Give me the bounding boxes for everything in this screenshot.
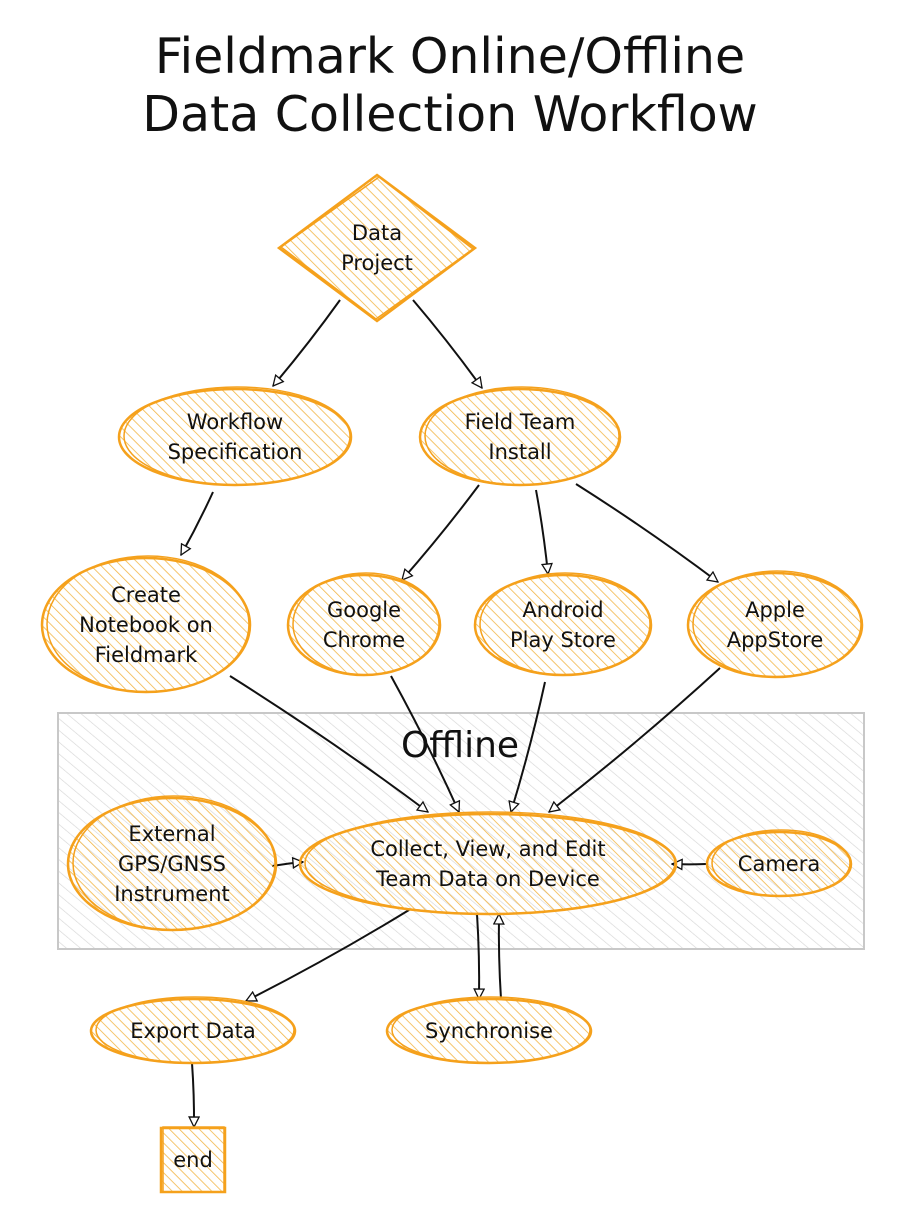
edge-field-team-to-android — [535, 489, 548, 574]
node-label-line: Data — [352, 221, 402, 245]
node-label-line: Instrument — [114, 882, 230, 906]
node-end: end — [159, 1126, 227, 1194]
edge-sync-to-collect — [499, 914, 501, 1000]
node-label-line: Notebook on — [79, 613, 213, 637]
node-camera: Camera — [705, 829, 853, 898]
node-label-line: Create — [111, 583, 181, 607]
node-label-line: GPS/GNSS — [118, 852, 226, 876]
node-outline-sketch — [479, 572, 651, 676]
edge-create-notebook-to-collect — [229, 675, 428, 812]
node-outline-sketch — [95, 996, 295, 1064]
node-label-line: Collect, View, and Edit — [370, 837, 605, 861]
title-line-1: Fieldmark Online/Offline — [154, 28, 746, 85]
node-label-line: Install — [488, 440, 551, 464]
node-label-line: Synchronise — [425, 1019, 553, 1043]
node-label-line: Specification — [168, 440, 303, 464]
edge-collect-to-export — [246, 909, 410, 1002]
node-outline-sketch — [292, 572, 440, 676]
node-outline-sketch — [162, 1126, 225, 1193]
node-label-line: External — [128, 822, 215, 846]
node-label-line: Camera — [738, 852, 820, 876]
node-export: Export Data — [89, 996, 297, 1065]
node-label-line: Google — [327, 598, 401, 622]
node-label-line: Field Team — [465, 410, 576, 434]
node-outline-sketch — [692, 570, 862, 678]
node-sync: Synchronise — [385, 996, 593, 1065]
node-label-line: AppStore — [727, 628, 824, 652]
node-shape — [159, 1126, 227, 1194]
node-label-line: Project — [341, 251, 413, 275]
offline-region-label: Offline — [401, 725, 519, 766]
node-outline-sketch — [279, 176, 475, 320]
node-label-line: Export Data — [130, 1019, 256, 1043]
node-label-line: Fieldmark — [95, 643, 198, 667]
node-label-line: end — [173, 1148, 213, 1172]
edge-android-to-collect — [511, 681, 546, 812]
diagram-title: Fieldmark Online/Offline Data Collection… — [0, 28, 900, 144]
node-label-line: Play Store — [510, 628, 616, 652]
node-label-line: Chrome — [323, 628, 405, 652]
node-outline-sketch — [711, 829, 851, 897]
node-outline-sketch — [123, 386, 351, 486]
node-label-line: Android — [522, 598, 603, 622]
node-outline-sketch — [304, 811, 676, 915]
edge-data-project-to-field-team — [412, 299, 482, 388]
edge-data-project-to-workflow-spec — [273, 299, 341, 386]
title-line-2: Data Collection Workflow — [142, 86, 758, 143]
edge-export-to-end — [192, 1062, 194, 1127]
edge-collect-to-sync — [477, 913, 479, 999]
node-label-line: Workflow — [187, 410, 283, 434]
node-outline-sketch — [72, 795, 276, 931]
edge-field-team-to-apple — [575, 483, 718, 582]
edge-workflow-spec-to-create-notebook — [180, 491, 214, 555]
node-outline-sketch — [46, 555, 250, 693]
node-label-line: Apple — [745, 598, 805, 622]
edge-field-team-to-chrome — [402, 484, 480, 580]
edge-chrome-to-collect — [390, 675, 459, 812]
node-outline-sketch — [391, 996, 591, 1064]
node-outline-sketch — [424, 386, 620, 486]
edges-layer — [180, 299, 721, 1127]
node-label-line: Team Data on Device — [375, 867, 600, 891]
node-shape — [276, 173, 478, 323]
edge-apple-to-collect — [549, 667, 721, 812]
